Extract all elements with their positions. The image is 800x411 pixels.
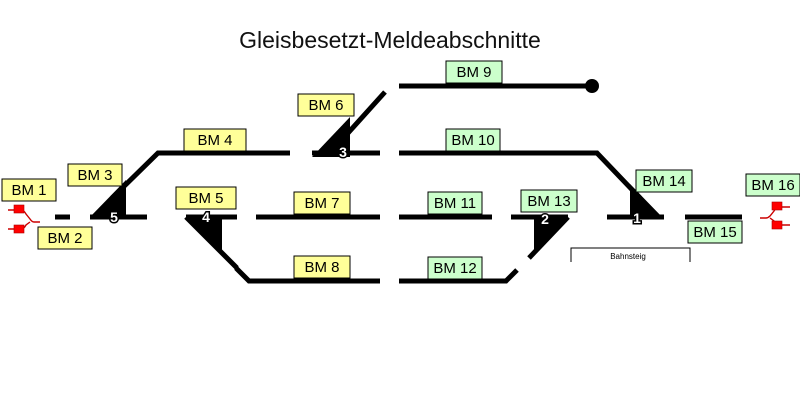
svg-text:BM 13: BM 13	[527, 193, 570, 210]
label-bm3: BM 3	[67, 163, 123, 187]
signal-right	[760, 201, 790, 230]
label-bm6: BM 6	[297, 93, 355, 117]
label-bm7: BM 7	[293, 191, 351, 215]
svg-text:BM 9: BM 9	[456, 64, 491, 81]
signal-right-lamp-top	[771, 201, 783, 211]
buffer-stop	[585, 79, 599, 93]
signal-left-lamp-bottom	[13, 224, 25, 234]
svg-text:BM 1: BM 1	[11, 182, 46, 199]
label-bm10: BM 10	[445, 128, 501, 152]
svg-text:BM 4: BM 4	[197, 132, 232, 149]
switch-3-number: 3	[339, 144, 347, 160]
track-bm4	[110, 150, 290, 200]
switch-5-number: 5	[110, 209, 118, 225]
switch-1-number: 1	[633, 210, 641, 226]
svg-text:BM 10: BM 10	[451, 132, 494, 149]
track-bm10	[399, 150, 642, 200]
switch-3-frog	[312, 117, 350, 157]
svg-text:BM 14: BM 14	[642, 173, 685, 190]
label-bm15: BM 15	[687, 220, 743, 244]
platform: Bahnsteig	[570, 247, 691, 262]
switch-1-frog	[630, 184, 664, 219]
svg-text:BM 11: BM 11	[434, 195, 476, 212]
label-bm9: BM 9	[445, 60, 503, 84]
signal-right-lamp-bottom	[771, 220, 783, 230]
label-bm2: BM 2	[37, 226, 93, 250]
signal-left-lamp-top	[13, 204, 25, 214]
switch-5-frog	[90, 180, 126, 217]
label-bm11: BM 11	[427, 191, 483, 215]
label-bm5: BM 5	[175, 186, 237, 210]
svg-text:BM 6: BM 6	[308, 97, 343, 114]
switch-2-frog	[534, 217, 568, 252]
svg-text:BM 2: BM 2	[47, 230, 82, 247]
track-lower-right-diag	[527, 215, 570, 260]
diagram-title: Gleisbesetzt-Meldeabschnitte	[239, 27, 541, 53]
switch-2-number: 2	[541, 211, 549, 227]
signal-left	[8, 204, 40, 234]
platform-label: Bahnsteig	[610, 252, 646, 261]
track-bm8	[234, 266, 380, 284]
section-labels: BM 1 BM 2 BM 3 BM 4 BM 5 BM 6 BM 7 BM 8 …	[1, 60, 800, 280]
label-bm4: BM 4	[183, 128, 247, 152]
label-bm14: BM 14	[635, 169, 693, 193]
track-bm12	[399, 268, 519, 284]
svg-text:BM 8: BM 8	[304, 259, 339, 276]
svg-text:BM 3: BM 3	[77, 167, 112, 184]
switches: 5 4 3 2 1	[90, 117, 664, 252]
svg-text:BM 12: BM 12	[433, 260, 476, 277]
svg-text:BM 15: BM 15	[693, 224, 736, 241]
svg-text:BM 16: BM 16	[751, 177, 794, 194]
switch-4-frog	[186, 217, 222, 252]
switch-4-number: 4	[202, 209, 210, 225]
svg-text:BM 7: BM 7	[304, 195, 339, 212]
label-bm13: BM 13	[520, 189, 578, 213]
label-bm8: BM 8	[293, 255, 351, 279]
label-bm12: BM 12	[427, 256, 483, 280]
track-lower-left-diag	[184, 215, 239, 270]
label-bm16: BM 16	[745, 173, 800, 197]
svg-text:BM 5: BM 5	[188, 190, 223, 207]
label-bm1: BM 1	[1, 178, 57, 202]
